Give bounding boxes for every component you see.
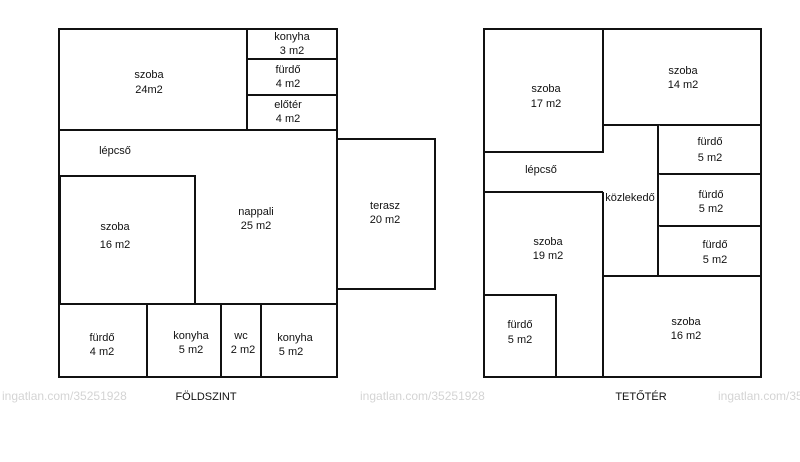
room-area: 5 m2 [699, 203, 723, 215]
room-area: 14 m2 [668, 79, 699, 91]
watermark: ingatlan.com/35251928 [718, 389, 800, 403]
room-terasz-20: terasz 20 m2 [370, 200, 401, 226]
room-szoba-16: szoba 16 m2 [100, 221, 131, 251]
room-name: terasz [370, 200, 400, 212]
room-furdo-5-top: fürdő 5 m2 [697, 136, 722, 164]
room-name: szoba [100, 221, 130, 233]
room-name: szoba [671, 316, 701, 328]
room-area: 5 m2 [179, 344, 203, 356]
room-szoba-14: szoba 14 m2 [668, 65, 699, 91]
room-furdo-5-low: fürdő 5 m2 [702, 239, 727, 266]
room-furdo-5-left: fürdő 5 m2 [507, 319, 532, 346]
room-szoba-24: szoba 24m2 [134, 69, 164, 96]
room-name: konyha [277, 332, 313, 344]
room-name: fürdő [89, 332, 114, 344]
room-kozlekedo: közlekedő [605, 192, 655, 204]
wall [484, 294, 557, 377]
room-name: előtér [274, 99, 302, 111]
room-name: szoba [134, 69, 164, 81]
room-furdo-4-bottom: fürdő 4 m2 [89, 332, 114, 358]
room-outline-szoba-16 [59, 175, 196, 305]
room-lepcso: lépcső [525, 164, 557, 176]
room-lepcso: lépcső [99, 145, 131, 157]
room-nappali-25: nappali 25 m2 [238, 206, 273, 232]
room-area: 5 m2 [508, 334, 532, 346]
room-szoba-19: szoba 19 m2 [533, 236, 564, 262]
room-name: konyha [274, 31, 310, 43]
room-szoba-17: szoba 17 m2 [531, 83, 562, 110]
room-area: 5 m2 [703, 254, 727, 266]
room-furdo-4: fürdő 4 m2 [275, 64, 300, 90]
room-area: 25 m2 [241, 220, 272, 232]
ground-floor-plan: szoba 24m2 konyha 3 m2 fürdő 4 m2 előtér… [58, 28, 436, 403]
room-outline-terasz [336, 138, 436, 290]
floor-caption-attic: TETŐTÉR [615, 389, 666, 403]
room-name: szoba [668, 65, 698, 77]
room-furdo-5-mid: fürdő 5 m2 [698, 189, 723, 215]
room-wc-2: wc 2 m2 [231, 330, 255, 356]
room-area: 24m2 [135, 84, 163, 96]
room-area: 3 m2 [280, 45, 304, 57]
room-area: 5 m2 [698, 152, 722, 164]
room-area: 4 m2 [90, 346, 114, 358]
room-konyha-5: konyha 5 m2 [173, 330, 209, 356]
room-szoba-16: szoba 16 m2 [671, 316, 702, 342]
room-area: 16 m2 [671, 330, 702, 342]
watermark: ingatlan.com/35251928 [2, 389, 127, 403]
attic-floor-plan: szoba 17 m2 szoba 14 m2 fürdő 5 m2 lépcs… [483, 28, 762, 403]
watermark: ingatlan.com/35251928 [360, 389, 485, 403]
room-area: 4 m2 [276, 113, 300, 125]
wall [484, 29, 604, 153]
floor-caption-ground: FÖLDSZINT [175, 391, 236, 403]
room-name: fürdő [702, 239, 727, 251]
room-name: lépcső [525, 164, 557, 176]
room-name: wc [233, 330, 248, 342]
room-konyha-3: konyha 3 m2 [274, 31, 310, 57]
room-name: szoba [531, 83, 561, 95]
room-area: 2 m2 [231, 344, 255, 356]
room-area: 4 m2 [276, 78, 300, 90]
room-area: 17 m2 [531, 98, 562, 110]
room-name: közlekedő [605, 192, 655, 204]
room-name: fürdő [698, 189, 723, 201]
room-area: 5 m2 [279, 346, 303, 358]
room-konyha-5-right: konyha 5 m2 [277, 332, 313, 358]
room-name: lépcső [99, 145, 131, 157]
room-name: fürdő [275, 64, 300, 76]
room-area: 20 m2 [370, 214, 401, 226]
room-eloter-4: előtér 4 m2 [274, 99, 302, 125]
room-name: szoba [533, 236, 563, 248]
room-name: konyha [173, 330, 209, 342]
room-name: fürdő [507, 319, 532, 331]
room-area: 19 m2 [533, 250, 564, 262]
room-area: 16 m2 [100, 239, 131, 251]
room-name: nappali [238, 206, 273, 218]
room-name: fürdő [697, 136, 722, 148]
